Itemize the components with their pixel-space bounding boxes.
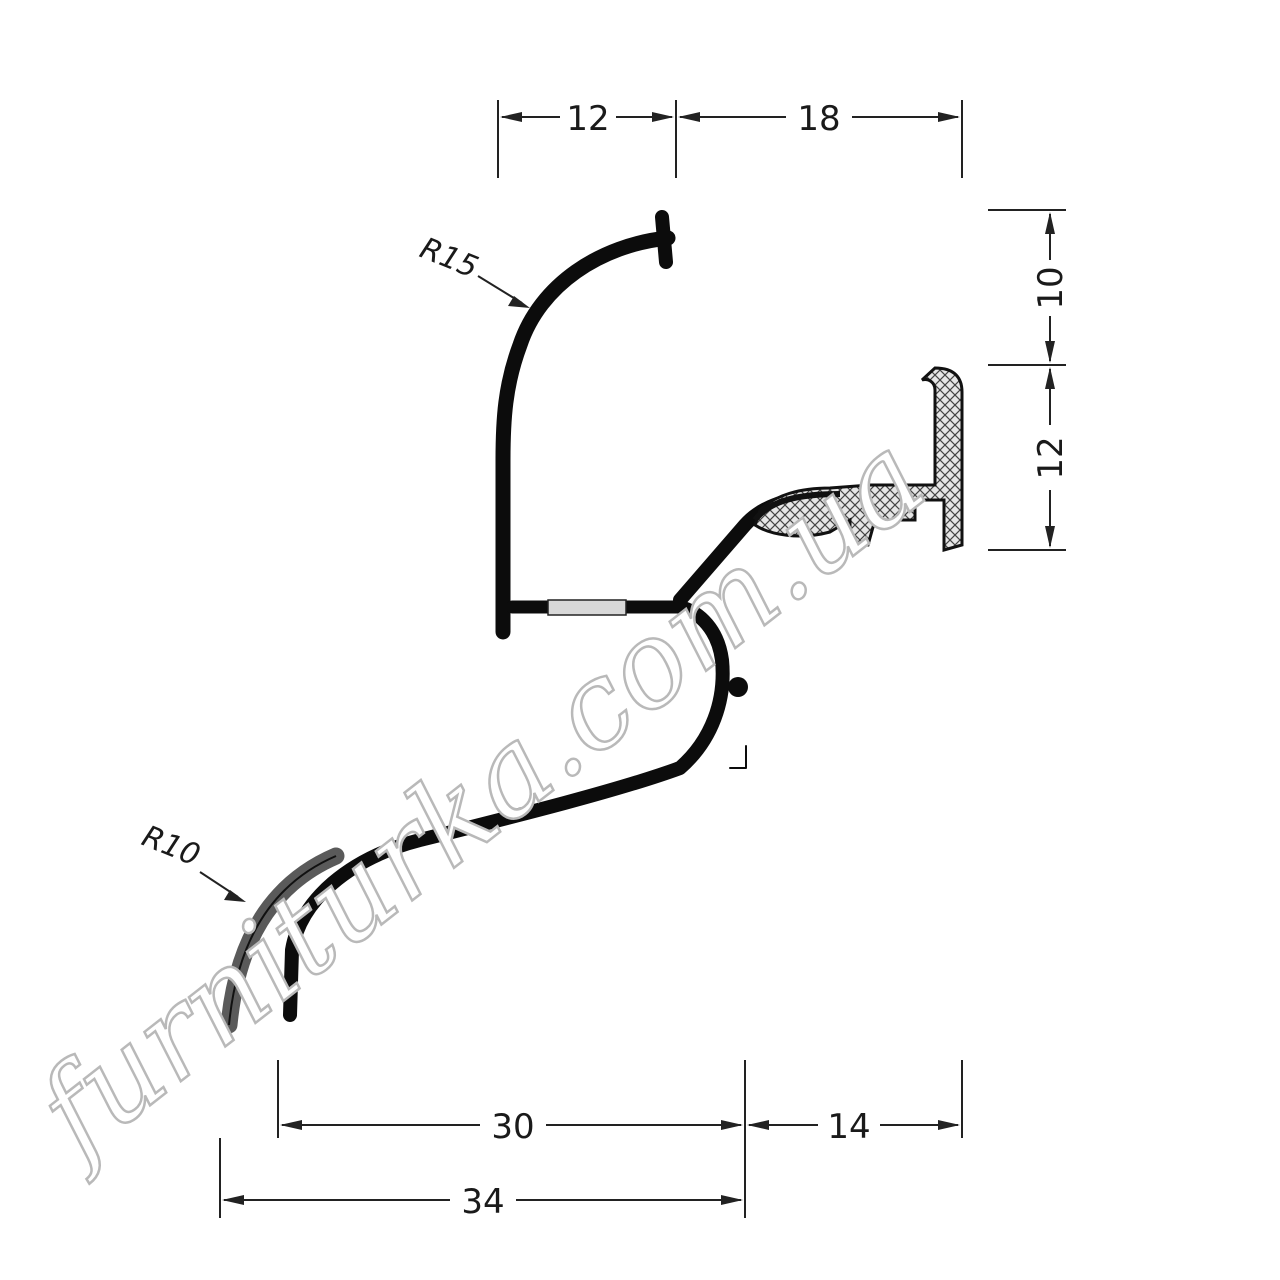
dim-bottom-left: 30 (491, 1107, 534, 1147)
dim-bottom-right: 14 (827, 1107, 870, 1147)
dim-right-lower: 12 (1031, 436, 1071, 479)
dim-bottom-total: 34 (461, 1182, 504, 1222)
radius-lower: R10 (137, 819, 246, 902)
dimension-bottom-upper: 30 14 (277, 1060, 963, 1218)
profile-knob (728, 677, 748, 697)
radius-lower-label: R10 (137, 819, 205, 874)
radius-upper: R15 (415, 231, 530, 308)
dimension-top: 12 18 (497, 99, 963, 178)
rubber-lip-edge (228, 855, 337, 1026)
gasket (752, 366, 964, 552)
dim-top-right: 18 (797, 99, 840, 139)
watermark: furniturka.com.ua (6, 407, 950, 1187)
radius-upper-label: R15 (415, 231, 483, 286)
dimension-right: 10 12 (988, 209, 1071, 551)
dim-top-left: 12 (566, 99, 609, 139)
dim-right-upper: 10 (1031, 266, 1071, 309)
dimension-bottom-total: 34 (219, 1138, 743, 1222)
web-insert (547, 599, 627, 616)
